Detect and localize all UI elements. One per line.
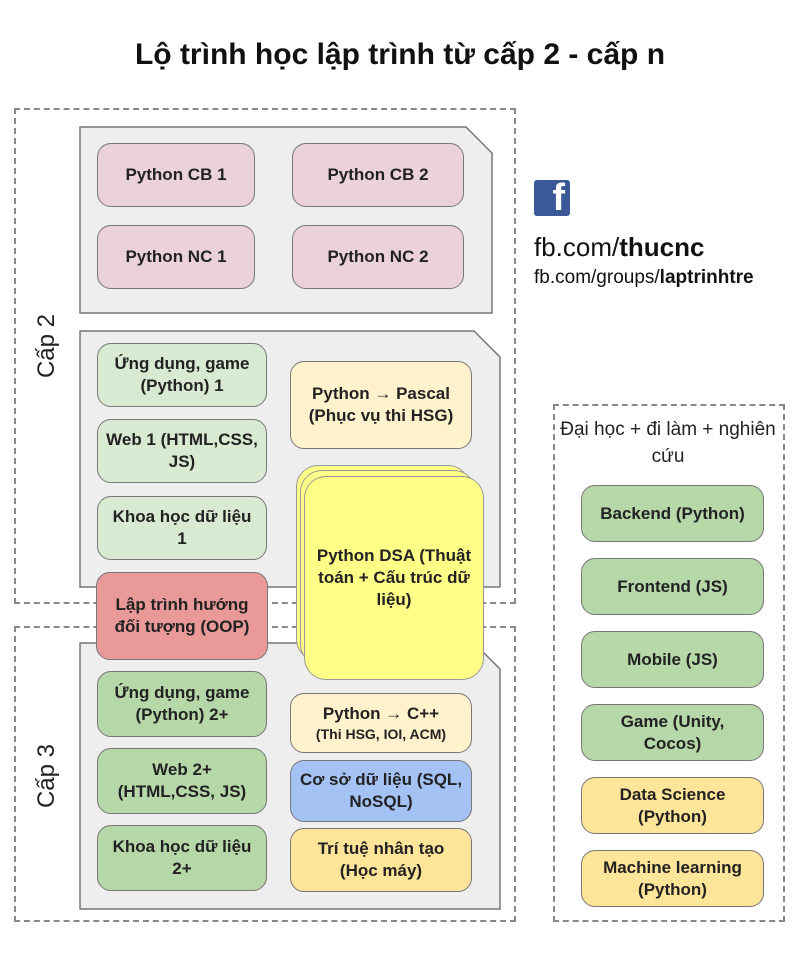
mobile-box: Mobile (JS) (581, 631, 764, 688)
python-cpp-box: Python → C++ (Thi HSG, IOI, ACM) (290, 693, 472, 753)
web-2-box: Web 2+ (HTML,CSS, JS) (97, 748, 267, 814)
backend-box: Backend (Python) (581, 485, 764, 542)
facebook-profile-link[interactable]: fb.com/thucnc (534, 232, 704, 263)
oop-box: Lập trình hướng đối tượng (OOP) (96, 572, 268, 660)
python-cpp-subtitle: (Thi HSG, IOI, ACM) (315, 726, 447, 742)
university-heading: Đại học + đi làm + nghiên cứu (560, 419, 776, 467)
profile-prefix: fb.com/ (534, 232, 620, 262)
facebook-icon: f (534, 179, 570, 217)
python-cpp-title: Python → C++ (322, 704, 440, 723)
frontend-box: Frontend (JS) (581, 558, 764, 615)
data-science-box: Data Science (Python) (581, 777, 764, 834)
data-science-1-box: Khoa học dữ liệu 1 (97, 496, 267, 560)
cap2-label: Cấp 2 (33, 313, 60, 379)
page-title: Lộ trình học lập trình từ cấp 2 - cấp n (134, 38, 666, 71)
python-nc1-box: Python NC 1 (97, 225, 255, 289)
web-1-box: Web 1 (HTML,CSS, JS) (97, 419, 267, 483)
python-cb2-box: Python CB 2 (292, 143, 464, 207)
python-nc2-box: Python NC 2 (292, 225, 464, 289)
python-pascal-box: Python → Pascal (Phục vụ thi HSG) (290, 361, 472, 449)
python-cb1-box: Python CB 1 (97, 143, 255, 207)
game-box: Game (Unity, Cocos) (581, 704, 764, 761)
ai-box: Trí tuệ nhân tạo (Học máy) (290, 828, 472, 892)
university-group (553, 404, 785, 922)
app-game-1-box: Ứng dụng, game (Python) 1 (97, 343, 267, 407)
group-name: laptrinhtre (659, 267, 754, 288)
machine-learning-box: Machine learning (Python) (581, 850, 764, 907)
database-box: Cơ sở dữ liệu (SQL, NoSQL) (290, 760, 472, 822)
facebook-group-link[interactable]: fb.com/groups/laptrinhtre (534, 267, 754, 289)
cap3-label: Cấp 3 (33, 743, 60, 809)
profile-name: thucnc (619, 232, 705, 262)
group-prefix: fb.com/groups/ (534, 267, 660, 288)
app-game-2-box: Ứng dụng, game (Python) 2+ (97, 671, 267, 737)
dsa-box: Python DSA (Thuật toán + Cấu trúc dữ liệ… (304, 476, 484, 680)
data-science-2-box: Khoa học dữ liệu 2+ (97, 825, 267, 891)
